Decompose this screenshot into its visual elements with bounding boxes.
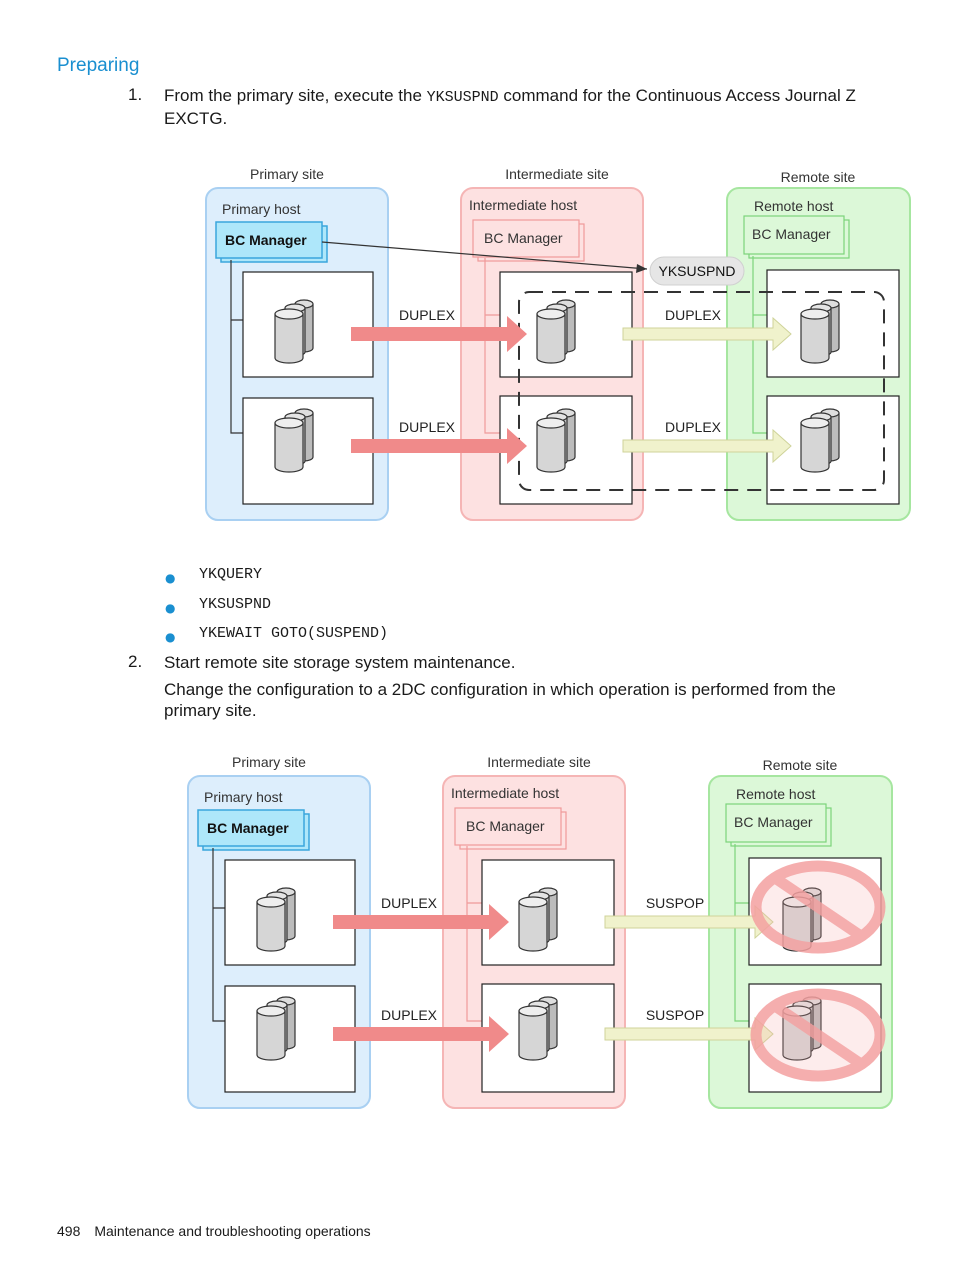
command-line (321, 241, 648, 270)
intermediate-host-label: Intermediate host (469, 197, 577, 213)
primary-host-connector (230, 260, 243, 434)
remote-site-title: Remote site (763, 757, 838, 773)
yksuspnd-bubble-label: YKSUSPND (658, 263, 735, 279)
journal-arrow-top (622, 316, 792, 352)
status-right-bottom: DUPLEX (665, 419, 722, 435)
status-right-top: SUSPOP (646, 895, 704, 911)
bullet-icon: ● (165, 600, 176, 615)
primary-site-title: Primary site (250, 166, 324, 182)
remote-bc-manager-label: BC Manager (752, 226, 831, 242)
remote-host-connector (734, 844, 749, 1022)
intermediate-host-connector (466, 846, 482, 1022)
diagram-1: Primary site Intermediate site Remote si… (195, 160, 920, 535)
status-left-top: DUPLEX (381, 895, 438, 911)
list-item: ● YKSUSPND (165, 596, 388, 626)
command-item: YKEWAIT GOTO(SUSPEND) (199, 625, 389, 642)
primary-host-connector (212, 848, 225, 1022)
remote-host-label: Remote host (754, 198, 833, 214)
intermediate-host-connector (484, 258, 500, 434)
status-right-bottom: SUSPOP (646, 1007, 704, 1023)
intermediate-bc-manager-label: BC Manager (466, 818, 545, 834)
step-2-text: Start remote site storage system mainten… (164, 653, 516, 672)
duplex-arrow-top (351, 316, 527, 352)
remote-bc-manager-box (725, 803, 827, 843)
primary-bc-manager-box (197, 809, 305, 847)
step-2-para-line2: primary site. (164, 701, 257, 720)
remote-bc-manager-box (743, 215, 845, 255)
primary-bc-manager-box (215, 221, 323, 259)
step-2-paragraph: Change the configuration to a 2DC config… (164, 679, 904, 721)
list-item: ● YKEWAIT GOTO(SUSPEND) (165, 625, 388, 655)
intermediate-site-title: Intermediate site (487, 754, 591, 770)
prohibited-icon (750, 988, 886, 1082)
remote-bc-manager-label: BC Manager (734, 814, 813, 830)
duplex-arrow-bottom (333, 1016, 509, 1052)
step-1-number: 1. (128, 85, 143, 104)
prohibited-icon (750, 860, 886, 954)
step-1-text-before: From the primary site, execute the (164, 86, 427, 105)
page-footer: 498 Maintenance and troubleshooting opera… (57, 1223, 371, 1239)
primary-site-title: Primary site (232, 754, 306, 770)
command-item: YKSUSPND (199, 595, 272, 613)
step-1-command: YKSUSPND (426, 89, 499, 106)
step-2-number: 2. (128, 652, 143, 671)
yksuspnd-bubble (649, 256, 745, 286)
remote-site-title: Remote site (781, 169, 856, 185)
journal-arrow-bottom (622, 428, 792, 464)
primary-host-label: Primary host (204, 789, 283, 805)
step-1-text-line2: EXCTG. (164, 109, 228, 128)
intermediate-bc-manager-box (454, 807, 562, 846)
command-list: ● YKQUERY ● YKSUSPND ● YKEWAIT GOTO(SUSPEND… (165, 566, 388, 655)
step-1-text: From the primary site, execute the YKSUS… (164, 85, 904, 129)
status-left-bottom: DUPLEX (399, 419, 456, 435)
command-arrowhead (636, 264, 647, 273)
primary-bc-manager-label: BC Manager (225, 232, 307, 248)
intermediate-host-label: Intermediate host (451, 785, 559, 801)
duplex-arrow-bottom (351, 428, 527, 464)
intermediate-bc-manager-label: BC Manager (484, 230, 563, 246)
status-right-top: DUPLEX (665, 307, 722, 323)
diagram-2: Primary site Intermediate site Remote si… (177, 748, 902, 1123)
step-1-text-after: command for the Continuous Access Journa… (498, 86, 856, 105)
bullet-icon: ● (165, 630, 176, 644)
diagram-2-svg: Primary site Intermediate site Remote si… (187, 754, 893, 1109)
diagram-1-svg: Primary site Intermediate site Remote si… (205, 166, 911, 521)
list-item: ● YKQUERY (165, 566, 388, 596)
remote-host-connector (752, 256, 767, 434)
step-2-para-line1: Change the configuration to a 2DC config… (164, 680, 836, 699)
remote-host-label: Remote host (736, 786, 815, 802)
section-heading: Preparing (57, 55, 140, 76)
command-item: YKQUERY (199, 566, 263, 583)
intermediate-site-title: Intermediate site (505, 166, 609, 182)
page-number: 498 (57, 1223, 81, 1239)
primary-host-label: Primary host (222, 201, 301, 217)
status-left-top: DUPLEX (399, 307, 456, 323)
bullet-icon: ● (165, 571, 176, 585)
intermediate-bc-manager-box (472, 219, 580, 258)
exctg-dashed-boundary (518, 291, 885, 491)
duplex-arrow-top (333, 904, 509, 940)
status-left-bottom: DUPLEX (381, 1007, 438, 1023)
primary-bc-manager-label: BC Manager (207, 820, 289, 836)
chapter-title: Maintenance and troubleshooting operatio… (94, 1223, 371, 1239)
